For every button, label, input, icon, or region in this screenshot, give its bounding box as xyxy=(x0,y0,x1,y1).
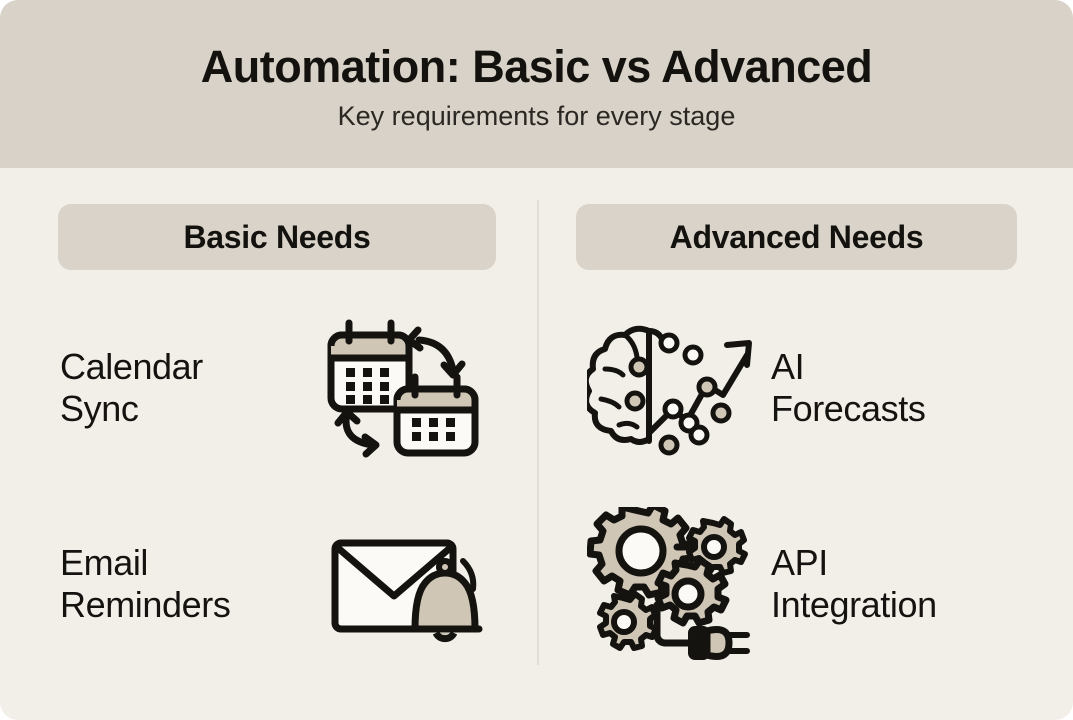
column-divider xyxy=(537,200,539,665)
list-item: AI Forecasts xyxy=(582,308,1042,468)
page-subtitle: Key requirements for every stage xyxy=(337,100,736,131)
page-title: Automation: Basic vs Advanced xyxy=(200,41,873,93)
calendar-sync-icon xyxy=(316,308,491,468)
item-label-ai-forecasts: AI Forecasts xyxy=(771,345,926,429)
column-heading-advanced: Advanced Needs xyxy=(576,204,1017,270)
item-label-email-reminders: Email Reminders xyxy=(60,541,231,625)
list-item: API Integration xyxy=(582,504,1042,664)
column-advanced: Advanced Needs xyxy=(536,168,1073,720)
email-bell-icon xyxy=(316,504,491,664)
gears-plug-icon xyxy=(582,504,757,664)
item-label-calendar-sync: Calendar Sync xyxy=(60,345,203,429)
list-item: Email Reminders xyxy=(60,504,500,664)
column-heading-basic: Basic Needs xyxy=(58,204,496,270)
brain-forecast-icon xyxy=(582,308,757,468)
columns-area: Basic Needs Calendar Sync xyxy=(0,168,1073,720)
column-heading-basic-label: Basic Needs xyxy=(183,218,371,255)
header-band: Automation: Basic vs Advanced Key requir… xyxy=(0,0,1073,168)
column-basic: Basic Needs Calendar Sync xyxy=(0,168,537,720)
item-label-api-integration: API Integration xyxy=(771,541,937,625)
list-item: Calendar Sync xyxy=(60,308,500,468)
column-heading-advanced-label: Advanced Needs xyxy=(669,218,924,255)
